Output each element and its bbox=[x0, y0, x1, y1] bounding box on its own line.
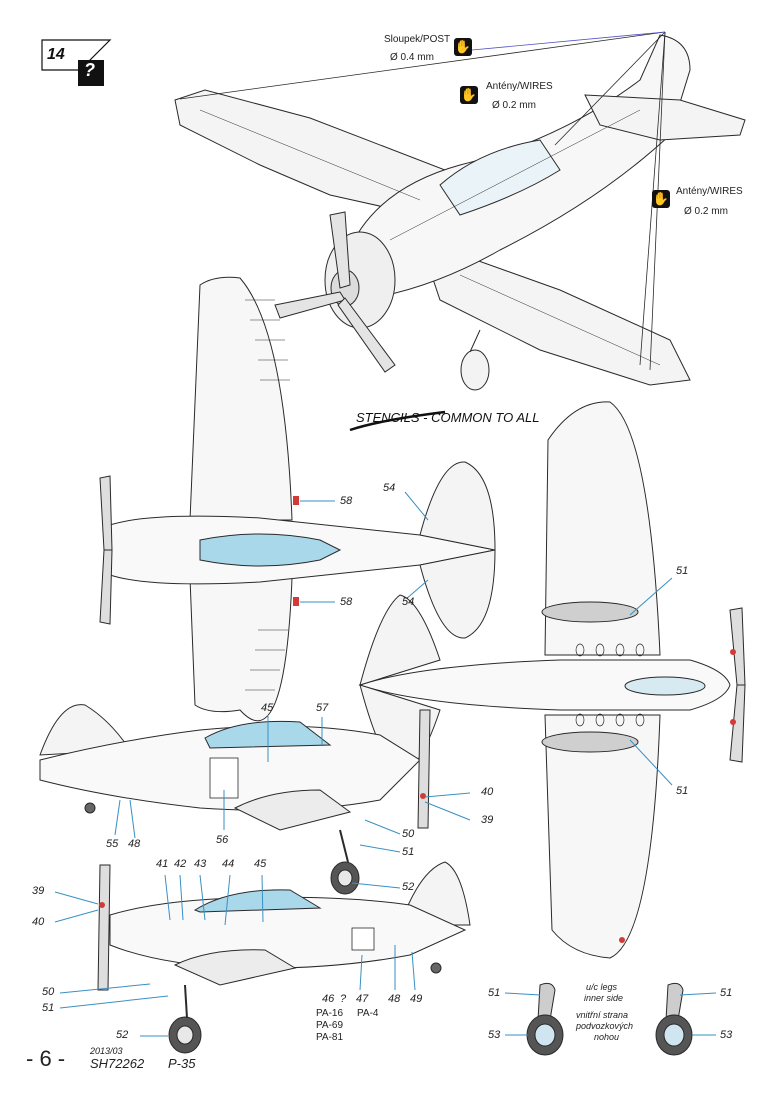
marker-51-lower: 51 bbox=[676, 785, 689, 797]
marker-51-port: 51 bbox=[42, 1002, 55, 1014]
uc-note-en-1: u/c legs bbox=[586, 982, 618, 992]
page-badge bbox=[41, 39, 112, 86]
page-number-badge: 14 bbox=[47, 46, 65, 63]
marker-45-port: 45 bbox=[254, 858, 267, 870]
marker-42: 42 bbox=[174, 858, 187, 870]
footer-model: P-35 bbox=[168, 1056, 196, 1071]
hand-icon: ✋ bbox=[460, 86, 478, 104]
marker-54-top: 54 bbox=[383, 482, 396, 494]
variant-46-1: PA-16 bbox=[316, 1008, 344, 1019]
marker-44: 44 bbox=[222, 858, 235, 870]
variant-47: PA-4 bbox=[357, 1008, 379, 1019]
marker-58-bottom: 58 bbox=[340, 596, 353, 608]
marker-51-side: 51 bbox=[402, 846, 415, 858]
variant-46-2: PA-69 bbox=[316, 1020, 344, 1031]
marker-41: 41 bbox=[156, 858, 169, 870]
unknown-badge: ? bbox=[84, 60, 95, 80]
marker-55: 55 bbox=[106, 838, 119, 850]
hand-icon: ✋ bbox=[652, 190, 670, 208]
footer-date: 2013/03 bbox=[90, 1046, 123, 1056]
variant-46-3: PA-81 bbox=[316, 1032, 344, 1043]
marker-47: 47 bbox=[356, 993, 369, 1005]
wires-diameter-1: Ø 0.2 mm bbox=[492, 100, 536, 111]
stencils-swoosh bbox=[349, 410, 446, 432]
side-view-lower bbox=[54, 861, 471, 1054]
marker-40-port: 40 bbox=[32, 916, 45, 928]
marker-50-port: 50 bbox=[42, 986, 55, 998]
marker-40-side: 40 bbox=[481, 786, 494, 798]
uc-legs-detail bbox=[504, 982, 717, 1056]
marker-39-port: 39 bbox=[32, 885, 45, 897]
marker-51-uc-left: 51 bbox=[488, 987, 501, 999]
marker-58-top: 58 bbox=[340, 495, 353, 507]
marker-52-port: 52 bbox=[116, 1029, 129, 1041]
bottom-view bbox=[358, 401, 746, 959]
side-view-upper bbox=[39, 704, 471, 895]
marker-53-uc-left: 53 bbox=[488, 1029, 501, 1041]
marker-48-port: 48 bbox=[388, 993, 401, 1005]
wires-diameter-2: Ø 0.2 mm bbox=[684, 206, 728, 217]
footer-code: SH72262 bbox=[90, 1056, 145, 1071]
uc-note-cz-3: nohou bbox=[594, 1032, 620, 1042]
marker-48-side: 48 bbox=[128, 838, 141, 850]
top-view bbox=[99, 276, 496, 722]
uc-note-cz-2: podvozkových bbox=[576, 1021, 634, 1031]
marker-56: 56 bbox=[216, 834, 229, 846]
marker-46: 46 bbox=[322, 993, 335, 1005]
hand-icon: ✋ bbox=[454, 38, 472, 56]
marker-49: 49 bbox=[410, 993, 423, 1005]
marker-52-side: 52 bbox=[402, 881, 415, 893]
marker-50-side: 50 bbox=[402, 828, 415, 840]
marker-54-bottom: 54 bbox=[402, 596, 415, 608]
uc-note-cz-1: vnitřní strana bbox=[576, 1010, 629, 1020]
marker-57: 57 bbox=[316, 702, 329, 714]
wires-label-1: Antény/WIRES bbox=[486, 81, 553, 92]
post-label: Sloupek/POST bbox=[384, 34, 451, 45]
post-diameter: Ø 0.4 mm bbox=[390, 52, 434, 63]
uc-note-en-2: inner side bbox=[584, 993, 624, 1003]
marker-53-uc-right: 53 bbox=[720, 1029, 733, 1041]
marker-51-uc-right: 51 bbox=[720, 987, 733, 999]
perspective-view bbox=[174, 31, 746, 391]
marker-51-upper: 51 bbox=[676, 565, 689, 577]
wires-label-2: Antény/WIRES bbox=[676, 186, 743, 197]
marker-question: ? bbox=[340, 993, 347, 1005]
marker-39-side: 39 bbox=[481, 814, 494, 826]
marker-43: 43 bbox=[194, 858, 207, 870]
marker-45-side: 45 bbox=[261, 702, 274, 714]
footer-page-number: - 6 - bbox=[26, 1046, 66, 1071]
stencils-title: STENCILS - COMMON TO ALL bbox=[356, 410, 540, 425]
